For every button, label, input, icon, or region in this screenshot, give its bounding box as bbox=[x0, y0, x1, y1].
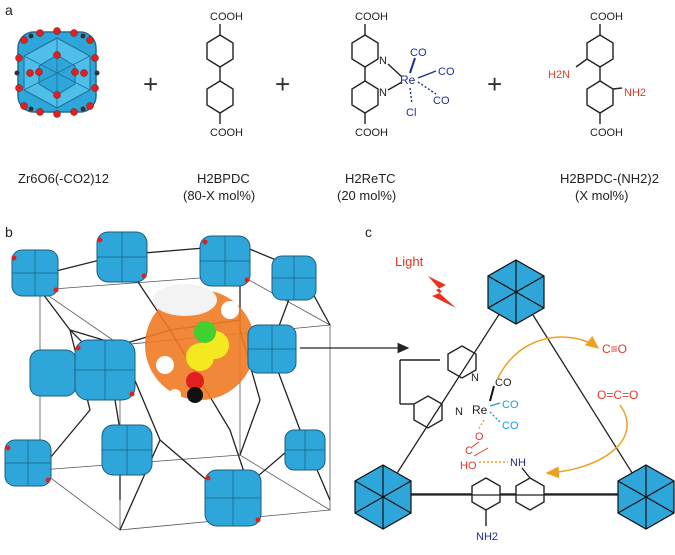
retc-cl: Cl bbox=[406, 107, 416, 119]
re-complex-structure: N N Re CO CO CO bbox=[399, 345, 519, 432]
bpdc-cooh-bottom: COOH bbox=[210, 127, 243, 139]
retc-co-2: CO bbox=[438, 66, 455, 78]
retc-label: H2ReTC bbox=[345, 171, 396, 186]
bpdc-cooh-top: COOH bbox=[210, 11, 243, 23]
triangle-frame bbox=[381, 286, 648, 496]
c-nh-label: NH bbox=[510, 457, 526, 469]
nh2-cooh-top: COOH bbox=[590, 11, 623, 23]
bpdc-nh2-ratio: (X mol%) bbox=[575, 188, 628, 203]
cluster-label: Zr6O6(-CO2)12 bbox=[18, 171, 109, 186]
hexagon-node-right bbox=[617, 464, 675, 530]
retc-co-3: CO bbox=[433, 95, 450, 107]
retc-ratio: (20 mol%) bbox=[337, 188, 396, 203]
nh2-right-label: NH2 bbox=[624, 87, 646, 99]
c-nh2-label: NH2 bbox=[476, 531, 498, 543]
co-product-label: C≡O bbox=[602, 342, 627, 356]
retc-re-label: Re bbox=[400, 73, 416, 87]
retc-n-bottom: N bbox=[379, 87, 387, 99]
mof-framework-illustration bbox=[4, 231, 332, 531]
retc-cooh-bottom: COOH bbox=[355, 127, 388, 139]
retc-n-top: N bbox=[379, 55, 387, 67]
panel-a-letter: a bbox=[5, 2, 13, 18]
plus-sign-2: + bbox=[275, 69, 290, 99]
bpdc-label: H2BPDC bbox=[197, 171, 250, 186]
c-carboxyl-o: O bbox=[475, 431, 484, 443]
amino-linker-structure: NH NH2 bbox=[411, 457, 618, 543]
c-re-label: Re bbox=[472, 403, 488, 417]
bpdc-nh2-label: H2BPDC-(NH2)2 bbox=[560, 171, 659, 186]
hexagon-node-left bbox=[354, 464, 412, 530]
co-release-arrow bbox=[496, 335, 600, 381]
zr6-cluster-icon bbox=[14, 27, 100, 118]
hexagon-node-top bbox=[487, 259, 545, 325]
c-n-bottom: N bbox=[455, 406, 463, 418]
plus-sign-3: + bbox=[487, 69, 502, 99]
bpdc-ratio: (80-X mol%) bbox=[183, 188, 255, 203]
c-co-black: CO bbox=[495, 377, 512, 389]
bpdc-structure: COOH COOH bbox=[206, 11, 243, 139]
co2-reactant-label: O=C=O bbox=[597, 388, 638, 402]
light-label: Light bbox=[395, 254, 424, 269]
plus-sign-1: + bbox=[143, 69, 158, 99]
co2-capture-arrow bbox=[545, 404, 628, 479]
panel-b-letter: b bbox=[5, 224, 13, 240]
c-co-cyan-1: CO bbox=[502, 399, 519, 411]
c-carboxyl-c: C bbox=[465, 445, 473, 457]
bpdc-nh2-structure: COOH COOH H2N NH2 bbox=[548, 11, 646, 139]
retc-structure: COOH COOH N N Re CO CO CO Cl bbox=[351, 11, 455, 139]
nh2-cooh-bottom: COOH bbox=[590, 127, 623, 139]
c-carboxyl-ho: HO bbox=[460, 460, 477, 472]
retc-cooh-top: COOH bbox=[355, 11, 388, 23]
c-co-cyan-2: CO bbox=[502, 420, 519, 432]
retc-co-1: CO bbox=[410, 47, 427, 59]
carboxylate-intermediate: O C HO bbox=[460, 419, 508, 472]
panel-c-letter: c bbox=[365, 224, 372, 240]
c-n-top: N bbox=[471, 372, 479, 384]
lightning-bolt-icon bbox=[428, 276, 456, 308]
nh2-left-label: H2N bbox=[548, 69, 570, 81]
